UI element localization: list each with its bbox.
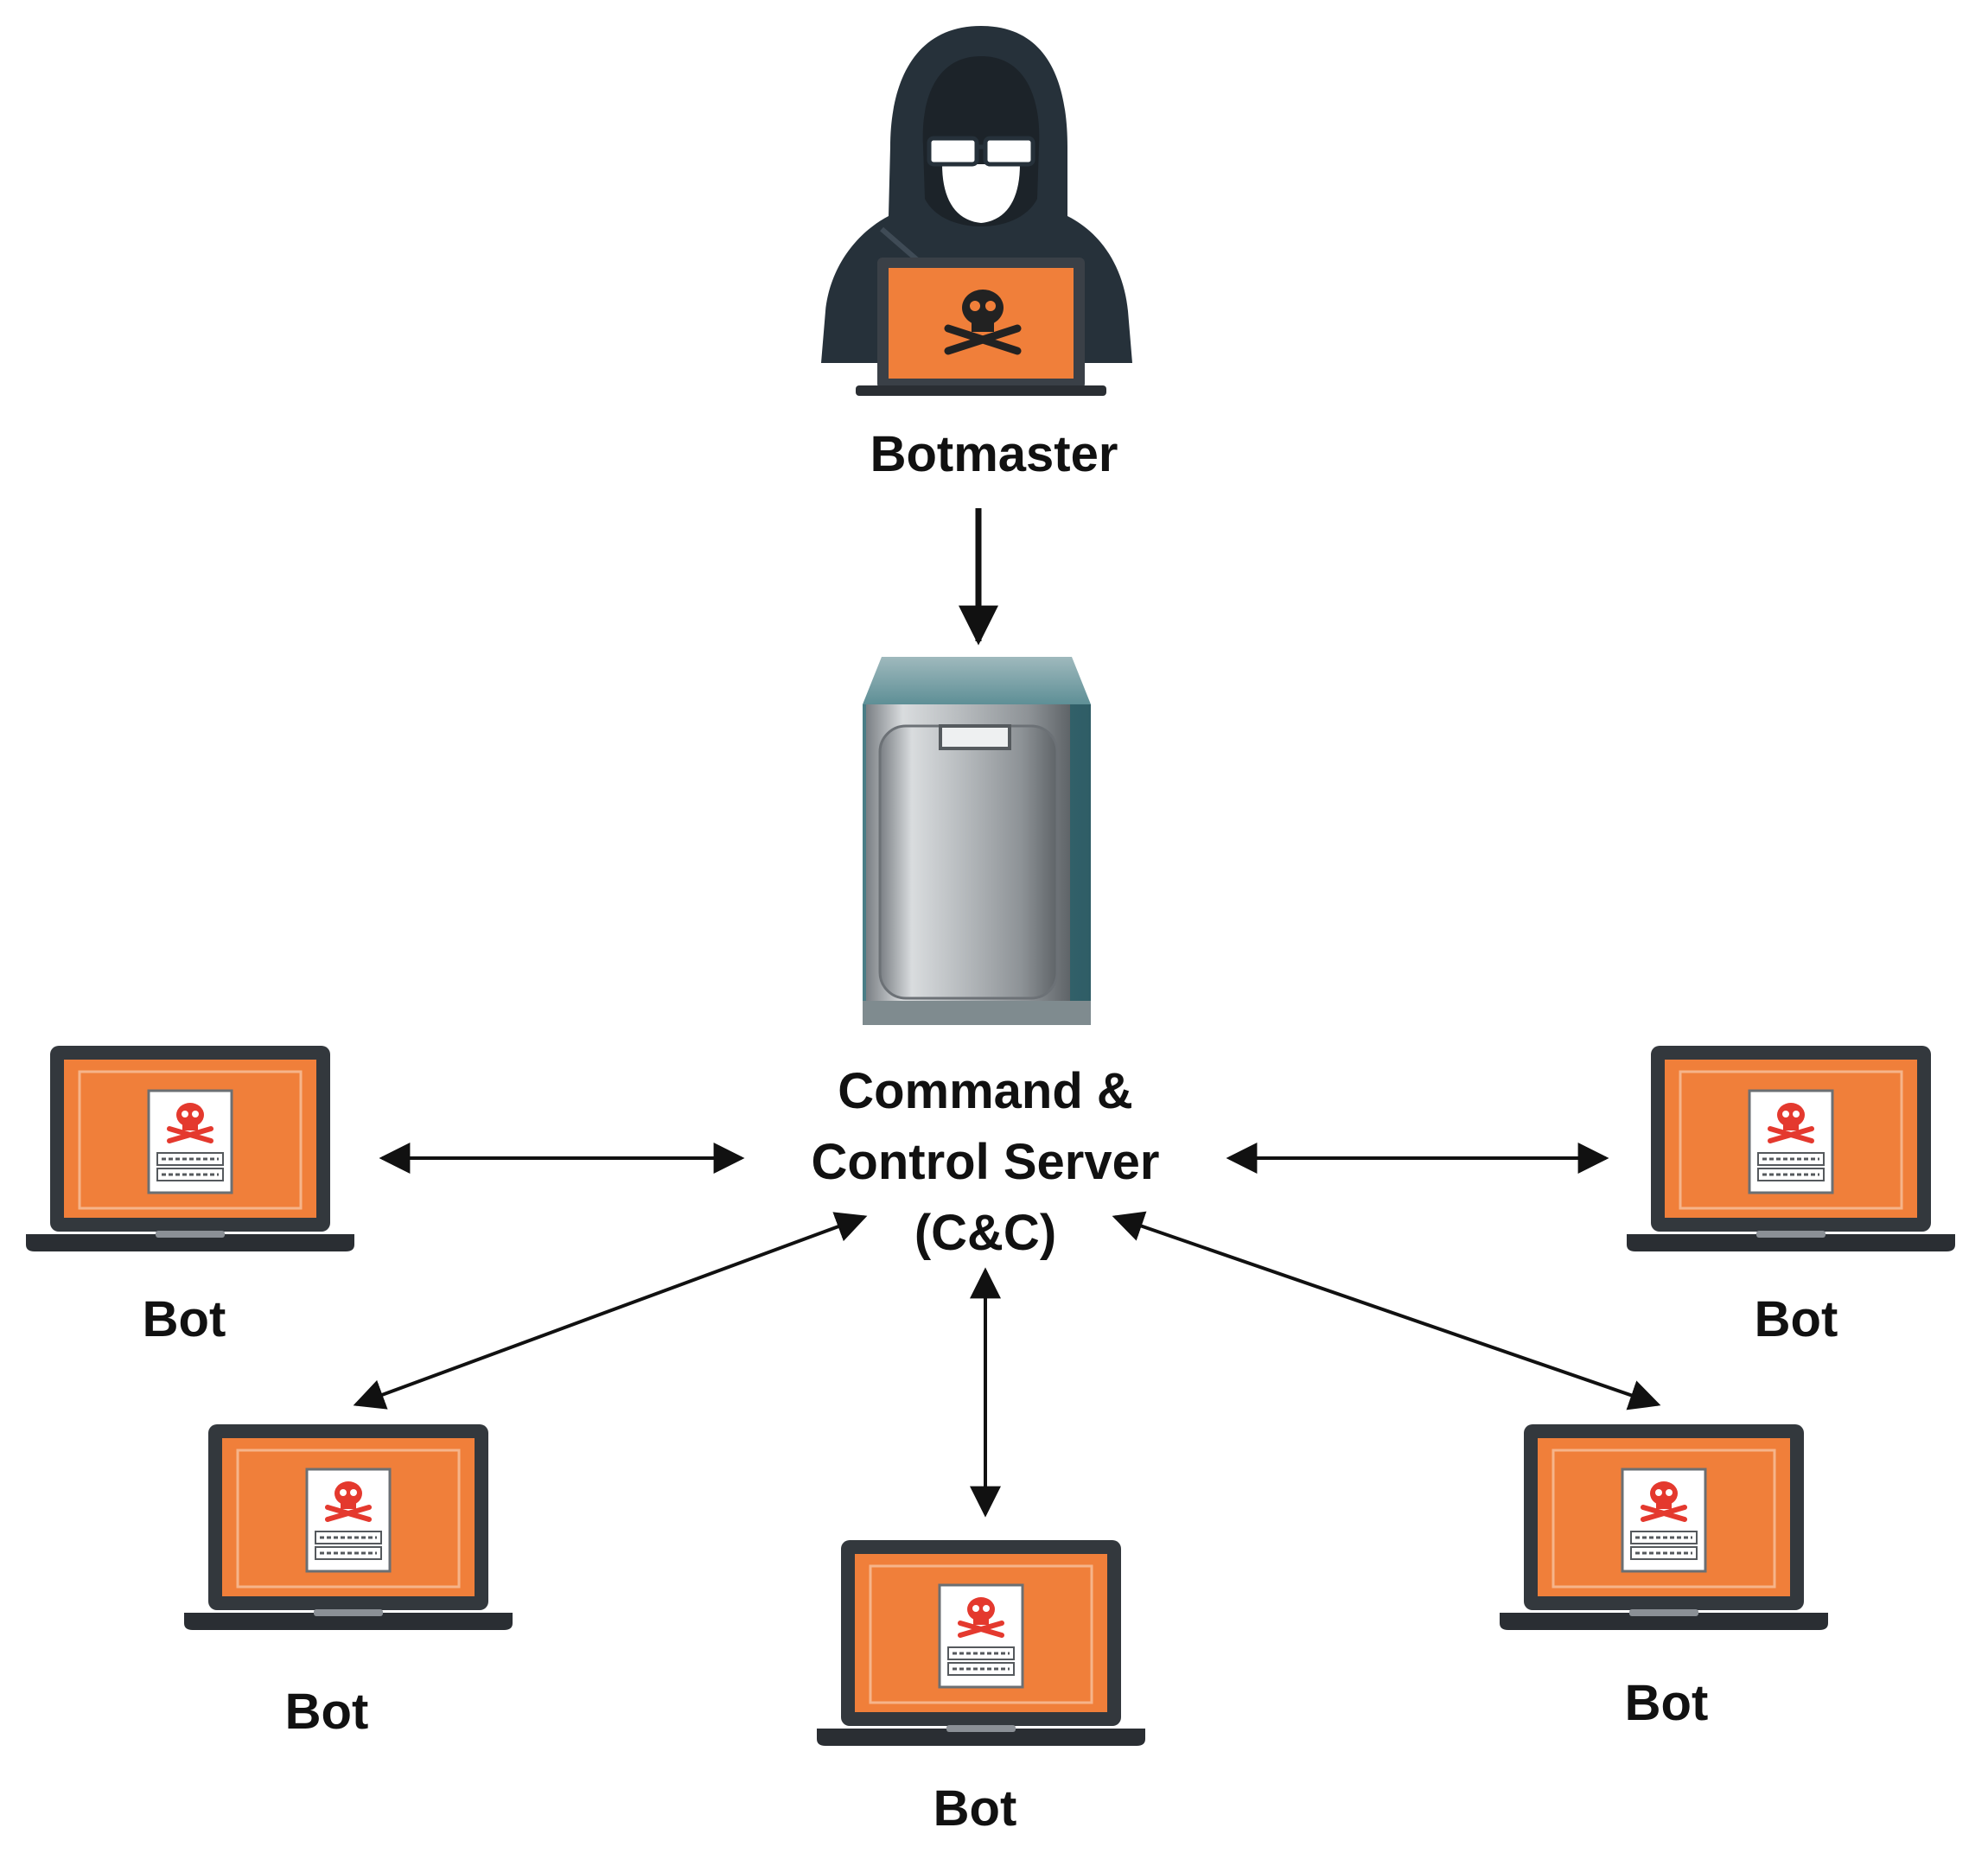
- server-label-line3: (C&C): [914, 1205, 1056, 1261]
- arrow-lower-left-bot: [353, 1212, 868, 1410]
- infected-laptop-icon: [184, 1424, 513, 1630]
- bot-left: Bot: [26, 1046, 354, 1347]
- infected-laptop-icon: [1627, 1046, 1955, 1251]
- infected-laptop-icon: [1500, 1424, 1828, 1630]
- bot-lower-right: Bot: [1500, 1424, 1828, 1731]
- server-label-line2: Control Server: [812, 1134, 1160, 1190]
- bot-right: Bot: [1627, 1046, 1955, 1347]
- server-label-line1: Command &: [838, 1063, 1133, 1119]
- server-tower-icon: [863, 657, 1091, 1025]
- botmaster-label: Botmaster: [870, 426, 1118, 482]
- infected-laptop-icon: [26, 1046, 354, 1251]
- bot-label: Bot: [143, 1291, 226, 1347]
- bot-label: Bot: [1625, 1675, 1709, 1731]
- infected-laptop-icon: [817, 1540, 1145, 1746]
- bot-lower-left: Bot: [184, 1424, 513, 1740]
- bot-label: Bot: [285, 1684, 369, 1740]
- hacker-icon: [821, 26, 1132, 396]
- bot-bottom: Bot: [817, 1540, 1145, 1837]
- bot-label: Bot: [1755, 1291, 1838, 1347]
- connection-arrows: [353, 1143, 1661, 1518]
- arrow-lower-right-bot: [1112, 1211, 1661, 1410]
- bot-label: Bot: [933, 1780, 1017, 1837]
